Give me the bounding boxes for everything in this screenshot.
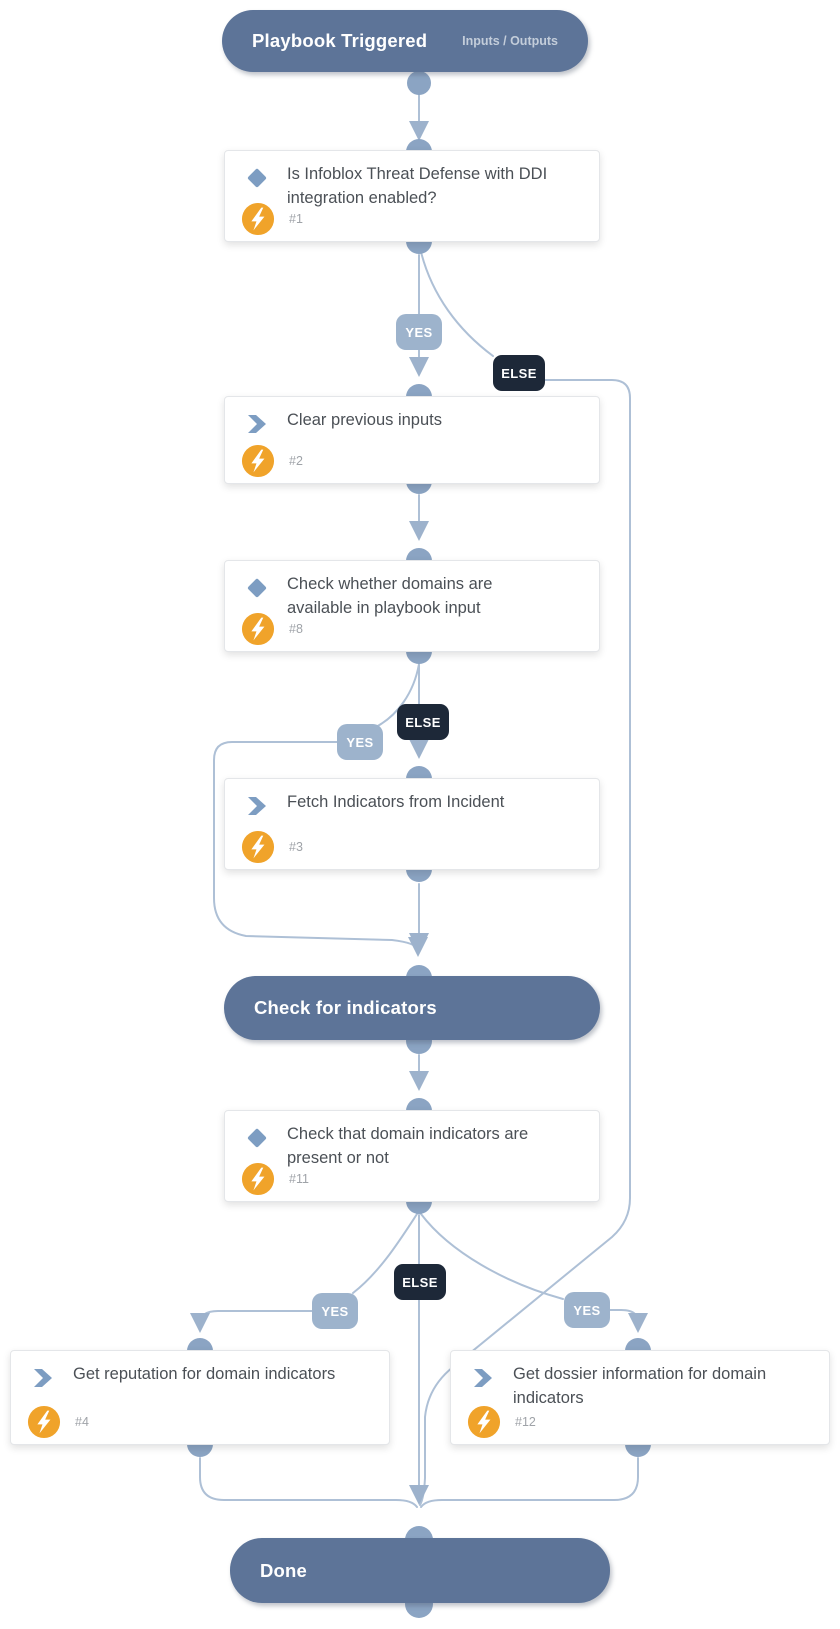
lightning-bolt-icon [27,1405,61,1439]
chevron-task-icon [248,415,266,433]
chevron-task-icon [34,1369,52,1387]
trigger-title: Playbook Triggered [252,30,428,51]
inputs-outputs-link[interactable]: Inputs / Outputs [462,34,558,48]
else-text: ELSE [405,714,441,730]
lightning-bolt-icon [241,1162,275,1196]
chevron-task-icon [248,797,266,815]
task-title: Is Infoblox Threat Defense with DDI inte… [287,165,548,207]
branch-label-else-11: ELSE [394,1264,446,1300]
task-card-2[interactable]: Clear previous inputs #2 [224,396,600,484]
task-number: #4 [75,1415,89,1429]
else-text: ELSE [402,1274,438,1290]
task-title: Check whether domains are available in p… [287,575,493,617]
lightning-bolt-icon [241,830,275,864]
branch-label-yes-right: YES [564,1292,610,1328]
playbook-trigger-node[interactable]: Playbook Triggered Inputs / Outputs [222,10,588,72]
lightning-bolt-icon [467,1405,501,1439]
branch-label-yes-1: YES [396,314,442,350]
section-node-done[interactable]: Done [230,1538,610,1603]
task-number: #11 [289,1172,309,1186]
branch-label-else-8: ELSE [397,704,449,740]
else-text: ELSE [501,365,537,381]
task-title: Fetch Indicators from Incident [287,793,505,811]
task-title: Check that domain indicators are present… [287,1125,529,1167]
chevron-task-icon [474,1369,492,1387]
lightning-bolt-icon [241,444,275,478]
task-card-11[interactable]: Check that domain indicators are present… [224,1110,600,1202]
branch-label-else-1: ELSE [493,355,545,391]
task-card-1[interactable]: Is Infoblox Threat Defense with DDI inte… [224,150,600,242]
task-card-12[interactable]: Get dossier information for domain indic… [450,1350,830,1445]
task-card-8[interactable]: Check whether domains are available in p… [224,560,600,652]
yes-text: YES [405,324,433,340]
task-number: #1 [289,212,303,226]
diamond-condition-icon [247,168,267,188]
diamond-condition-icon [247,578,267,598]
diamond-condition-icon [247,1128,267,1148]
task-card-4[interactable]: Get reputation for domain indicators #4 [10,1350,390,1445]
task-number: #3 [289,840,303,854]
lightning-bolt-icon [241,612,275,646]
branch-label-yes-left: YES [312,1293,358,1329]
connector-lines [190,93,648,1508]
lightning-bolt-icon [241,202,275,236]
section-node-check-for-indicators[interactable]: Check for indicators [224,976,600,1040]
task-title: Clear previous inputs [287,411,442,429]
task-card-3[interactable]: Fetch Indicators from Incident #3 [224,778,600,870]
task-title: Get reputation for domain indicators [73,1365,336,1383]
yes-text: YES [321,1303,349,1319]
yes-text: YES [573,1302,601,1318]
branch-label-yes-8: YES [337,724,383,760]
task-number: #2 [289,454,303,468]
task-title: Get dossier information for domain indic… [513,1365,767,1407]
section-title: Check for indicators [254,997,437,1018]
task-number: #8 [289,622,303,636]
yes-text: YES [346,734,374,750]
done-title: Done [260,1559,308,1581]
task-number: #12 [515,1415,536,1429]
